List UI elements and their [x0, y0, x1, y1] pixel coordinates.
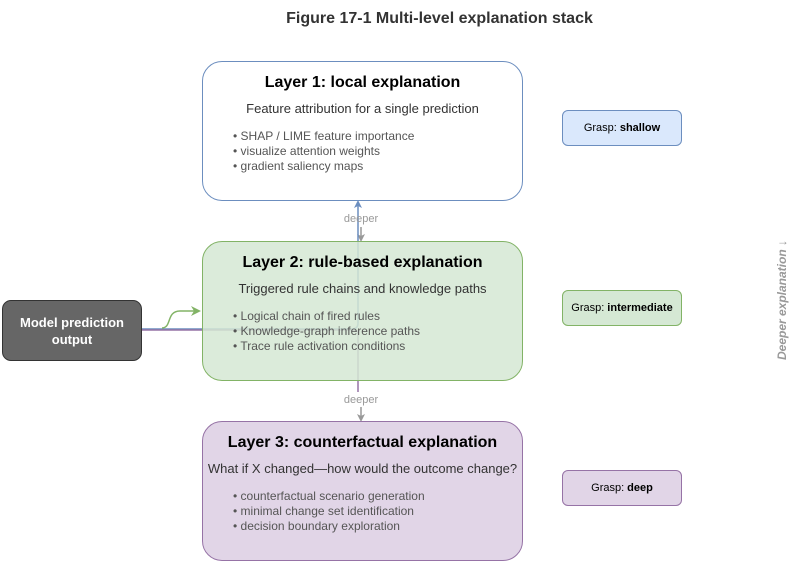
grasp-deep-node[interactable]: Grasp:deep: [562, 470, 682, 506]
grasp-level: shallow: [619, 122, 661, 134]
edge-model-to-layer2: [161, 306, 201, 329]
layer-3-node[interactable]: Layer 3: counterfactual explanation What…: [202, 421, 523, 561]
layer-subtitle: What if X changed—how would the outcome …: [207, 461, 518, 476]
edge-label-deeper: deeper: [343, 213, 379, 225]
model-box-line1: Model prediction: [20, 314, 124, 330]
edge-label-deeper: deeper: [343, 394, 379, 406]
grasp-prefix: Grasp:: [571, 302, 605, 314]
bullet-item: • SHAP / LIME feature importance: [233, 129, 415, 143]
layer-subtitle: Triggered rule chains and knowledge path…: [238, 281, 487, 296]
layer-1-node[interactable]: Layer 1: local explanation Feature attri…: [202, 61, 523, 201]
model-box-line2: output: [51, 331, 93, 347]
layer-bullets: • Logical chain of fired rules • Knowled…: [233, 309, 522, 354]
layer-title: Layer 2: rule-based explanation: [242, 254, 483, 271]
bullet-item: • Knowledge-graph inference paths: [233, 324, 420, 338]
grasp-prefix: Grasp:: [583, 122, 617, 134]
grasp-level: intermediate: [607, 302, 673, 314]
bullet-item: • decision boundary exploration: [233, 519, 400, 533]
bullet-item: • counterfactual scenario generation: [233, 489, 425, 503]
layer-title: Layer 3: counterfactual explanation: [227, 434, 498, 451]
layer-bullets: • counterfactual scenario generation • m…: [233, 489, 522, 534]
bullet-item: • gradient saliency maps: [233, 159, 364, 173]
layer-bullets: • SHAP / LIME feature importance • visua…: [233, 129, 522, 174]
side-axis-label: Deeper explanation ↓: [775, 239, 789, 361]
bullet-item: • Trace rule activation conditions: [233, 339, 406, 353]
layer-2-node[interactable]: Layer 2: rule-based explanation Triggere…: [202, 241, 523, 381]
grasp-shallow-node[interactable]: Grasp:shallow: [562, 110, 682, 146]
layer-subtitle: Feature attribution for a single predict…: [246, 101, 479, 116]
figure-title: Figure 17-1 Multi-level explanation stac…: [286, 10, 593, 27]
layer-title: Layer 1: local explanation: [264, 74, 461, 91]
grasp-intermediate-node[interactable]: Grasp:intermediate: [562, 290, 682, 326]
bullet-item: • Logical chain of fired rules: [233, 309, 380, 323]
bullet-item: • minimal change set identification: [233, 504, 414, 518]
bullet-item: • visualize attention weights: [233, 144, 380, 158]
grasp-level: deep: [627, 482, 653, 494]
grasp-prefix: Grasp:: [591, 482, 625, 494]
